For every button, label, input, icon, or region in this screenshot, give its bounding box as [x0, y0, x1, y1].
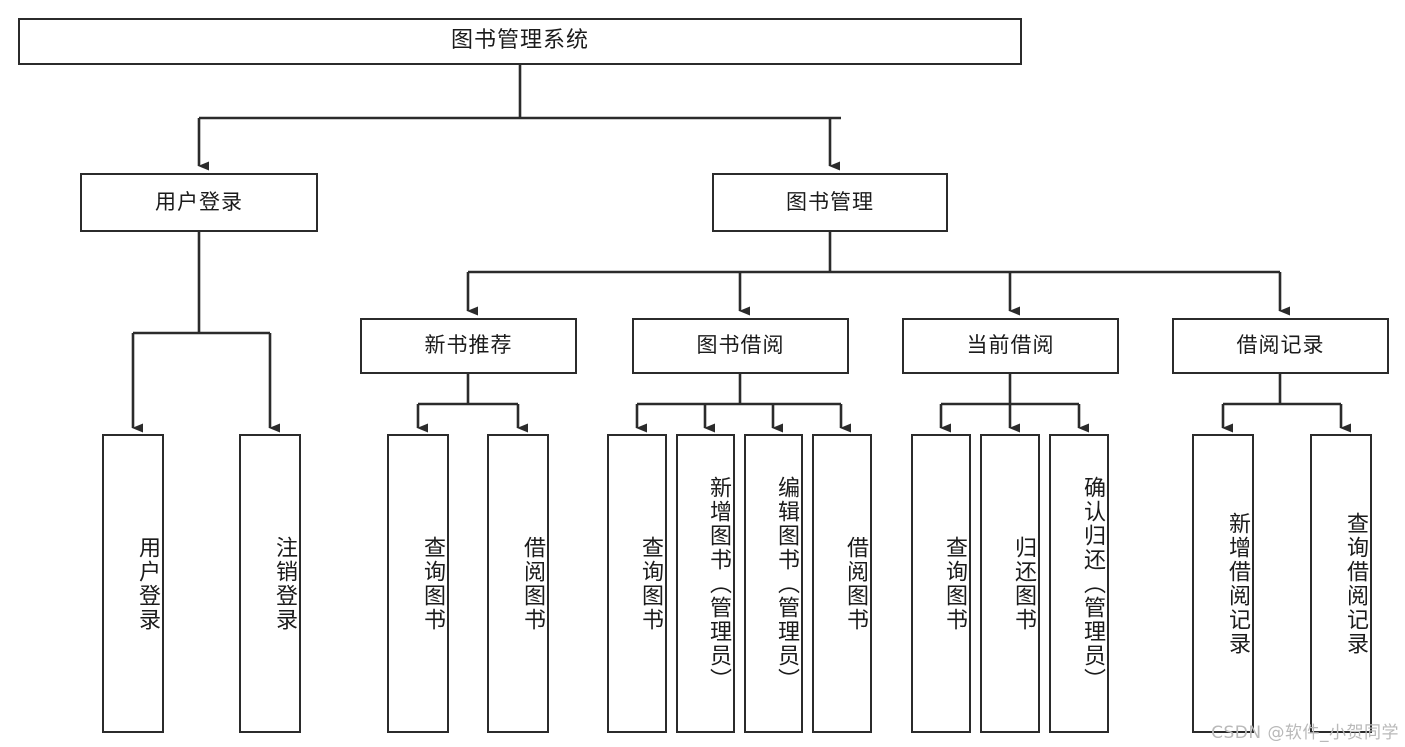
node-label: 编辑图书（管理员）: [774, 475, 799, 692]
node-current-borrow[interactable]: 当前借阅: [902, 318, 1119, 374]
node-label: 新增图书（管理员）: [706, 475, 731, 692]
node-label: 查询图书: [420, 535, 445, 632]
leaf-add-borrow-record[interactable]: 新增借阅记录: [1192, 434, 1254, 733]
node-new-book-recommend[interactable]: 新书推荐: [360, 318, 577, 374]
node-label: 新书推荐: [424, 333, 513, 358]
node-book-borrow[interactable]: 图书借阅: [632, 318, 849, 374]
node-label: 新增借阅记录: [1225, 511, 1250, 656]
node-label: 查询图书: [638, 535, 663, 632]
node-label: 当前借阅: [966, 333, 1055, 358]
node-label: 借阅图书: [843, 535, 868, 632]
leaf-query-book-current[interactable]: 查询图书: [911, 434, 971, 733]
leaf-borrow-book-borrow[interactable]: 借阅图书: [812, 434, 872, 733]
leaf-query-book-recommend[interactable]: 查询图书: [387, 434, 449, 733]
leaf-logout-login[interactable]: 注销登录: [239, 434, 301, 733]
node-borrow-record[interactable]: 借阅记录: [1172, 318, 1389, 374]
node-label: 借阅记录: [1236, 333, 1325, 358]
node-root-system[interactable]: 图书管理系统: [18, 18, 1022, 65]
node-label: 注销登录: [272, 535, 297, 632]
node-label: 借阅图书: [520, 535, 545, 632]
node-label: 图书管理系统: [450, 28, 589, 54]
leaf-edit-book-admin[interactable]: 编辑图书（管理员）: [744, 434, 803, 733]
node-book-manage[interactable]: 图书管理: [712, 173, 948, 232]
node-user-login[interactable]: 用户登录: [80, 173, 318, 232]
csdn-watermark: CSDN @软件_小贺同学: [1211, 723, 1399, 743]
leaf-borrow-book-recommend[interactable]: 借阅图书: [487, 434, 549, 733]
node-label: 归还图书: [1011, 535, 1036, 632]
leaf-return-book[interactable]: 归还图书: [980, 434, 1040, 733]
leaf-query-book-borrow[interactable]: 查询图书: [607, 434, 667, 733]
leaf-add-book-admin[interactable]: 新增图书（管理员）: [676, 434, 735, 733]
leaf-user-login[interactable]: 用户登录: [102, 434, 164, 733]
node-label: 图书管理: [786, 189, 874, 214]
node-label: 确认归还（管理员）: [1080, 475, 1105, 692]
leaf-query-borrow-record[interactable]: 查询借阅记录: [1310, 434, 1372, 733]
node-label: 用户登录: [155, 189, 243, 214]
node-label: 用户登录: [135, 535, 160, 632]
leaf-confirm-return-admin[interactable]: 确认归还（管理员）: [1049, 434, 1109, 733]
node-label: 查询图书: [942, 535, 967, 632]
node-label: 图书借阅: [696, 333, 785, 358]
node-label: 查询借阅记录: [1343, 511, 1368, 656]
